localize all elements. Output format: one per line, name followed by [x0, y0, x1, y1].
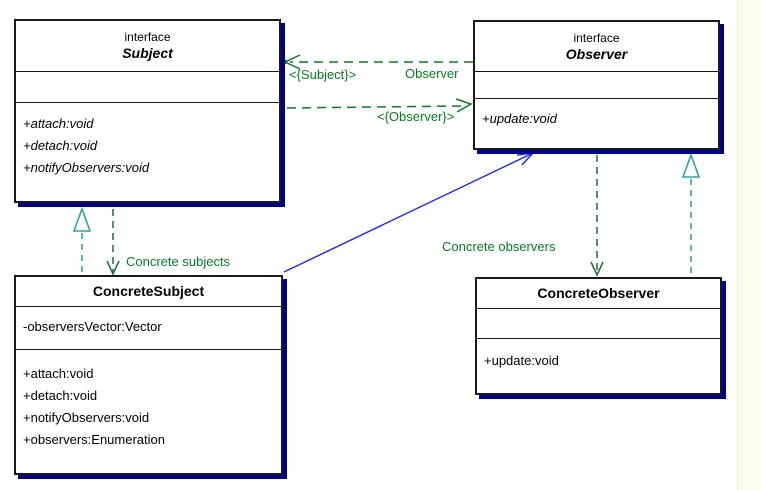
attributes-compartment: [477, 308, 720, 338]
association-concretesubject-observer: [283, 152, 535, 273]
method-entry: +notifyObservers:void: [23, 410, 150, 425]
attributes-compartment: [16, 71, 279, 102]
methods-compartment: +update:void: [475, 98, 718, 145]
annotation-arrow-concrete-subjects: [106, 209, 120, 276]
method-entry: +attach:void: [23, 116, 94, 131]
class-name: ConcreteObserver: [537, 285, 660, 301]
page-background-strip: [737, 0, 761, 490]
role-label-observer: <{Observer}>: [377, 109, 455, 124]
realization-concretesubject-subject: [72, 206, 92, 274]
methods-compartment: +attach:void +detach:void +notifyObserve…: [16, 102, 279, 199]
method-entry: +update:void: [482, 111, 557, 126]
method-entry: +notifyObservers:void: [23, 160, 150, 175]
dependency-arrow-to-subject: [282, 54, 473, 70]
open-arrowhead-icon: [106, 260, 120, 276]
methods-compartment: +update:void: [477, 338, 720, 391]
attribute-entry: -observersVector:Vector: [23, 319, 162, 334]
method-entry: +update:void: [484, 353, 559, 368]
class-box-observer: interface Observer +update:void: [473, 20, 720, 150]
realization-concreteobserver-observer: [681, 152, 701, 276]
class-header: interface Subject: [16, 21, 279, 71]
annotation-label-concrete-subjects: Concrete subjects: [126, 254, 231, 269]
stereotype-label: interface: [573, 30, 620, 45]
open-arrowhead-icon: [455, 98, 473, 113]
dependency-arrow-to-observer: [286, 98, 473, 113]
method-entry: +observers:Enumeration: [23, 432, 165, 447]
attributes-compartment: -observersVector:Vector: [16, 306, 281, 349]
methods-compartment: +attach:void +detach:void +notifyObserve…: [16, 349, 281, 471]
method-entry: +detach:void: [23, 138, 98, 153]
annotation-arrow-concrete-observers: [590, 155, 604, 277]
class-box-concrete-subject: ConcreteSubject -observersVector:Vector …: [14, 275, 283, 475]
method-entry: +detach:void: [23, 388, 98, 403]
link-dot-icon: [282, 59, 288, 65]
method-entry: +attach:void: [23, 366, 94, 381]
attributes-compartment: [475, 71, 718, 98]
class-header: ConcreteSubject: [16, 277, 281, 306]
stereotype-label: interface: [124, 30, 171, 44]
open-arrowhead-icon: [590, 261, 604, 277]
role-label-subject: <{Subject}>: [289, 67, 357, 82]
hollow-triangle-arrowhead-icon: [72, 206, 92, 232]
open-arrowhead-icon: [516, 152, 535, 166]
hollow-triangle-arrowhead-icon: [681, 152, 701, 178]
annotation-label-concrete-observers: Concrete observers: [442, 239, 556, 254]
class-header: interface Observer: [475, 22, 718, 71]
class-name: Observer: [565, 45, 628, 62]
association-name-label: Observer: [405, 66, 459, 81]
class-name: Subject: [122, 45, 173, 61]
class-header: ConcreteObserver: [477, 279, 720, 308]
class-name: ConcreteSubject: [92, 283, 205, 299]
class-box-subject: interface Subject +attach:void +detach:v…: [14, 19, 281, 203]
class-box-concrete-observer: ConcreteObserver +update:void: [475, 277, 722, 395]
